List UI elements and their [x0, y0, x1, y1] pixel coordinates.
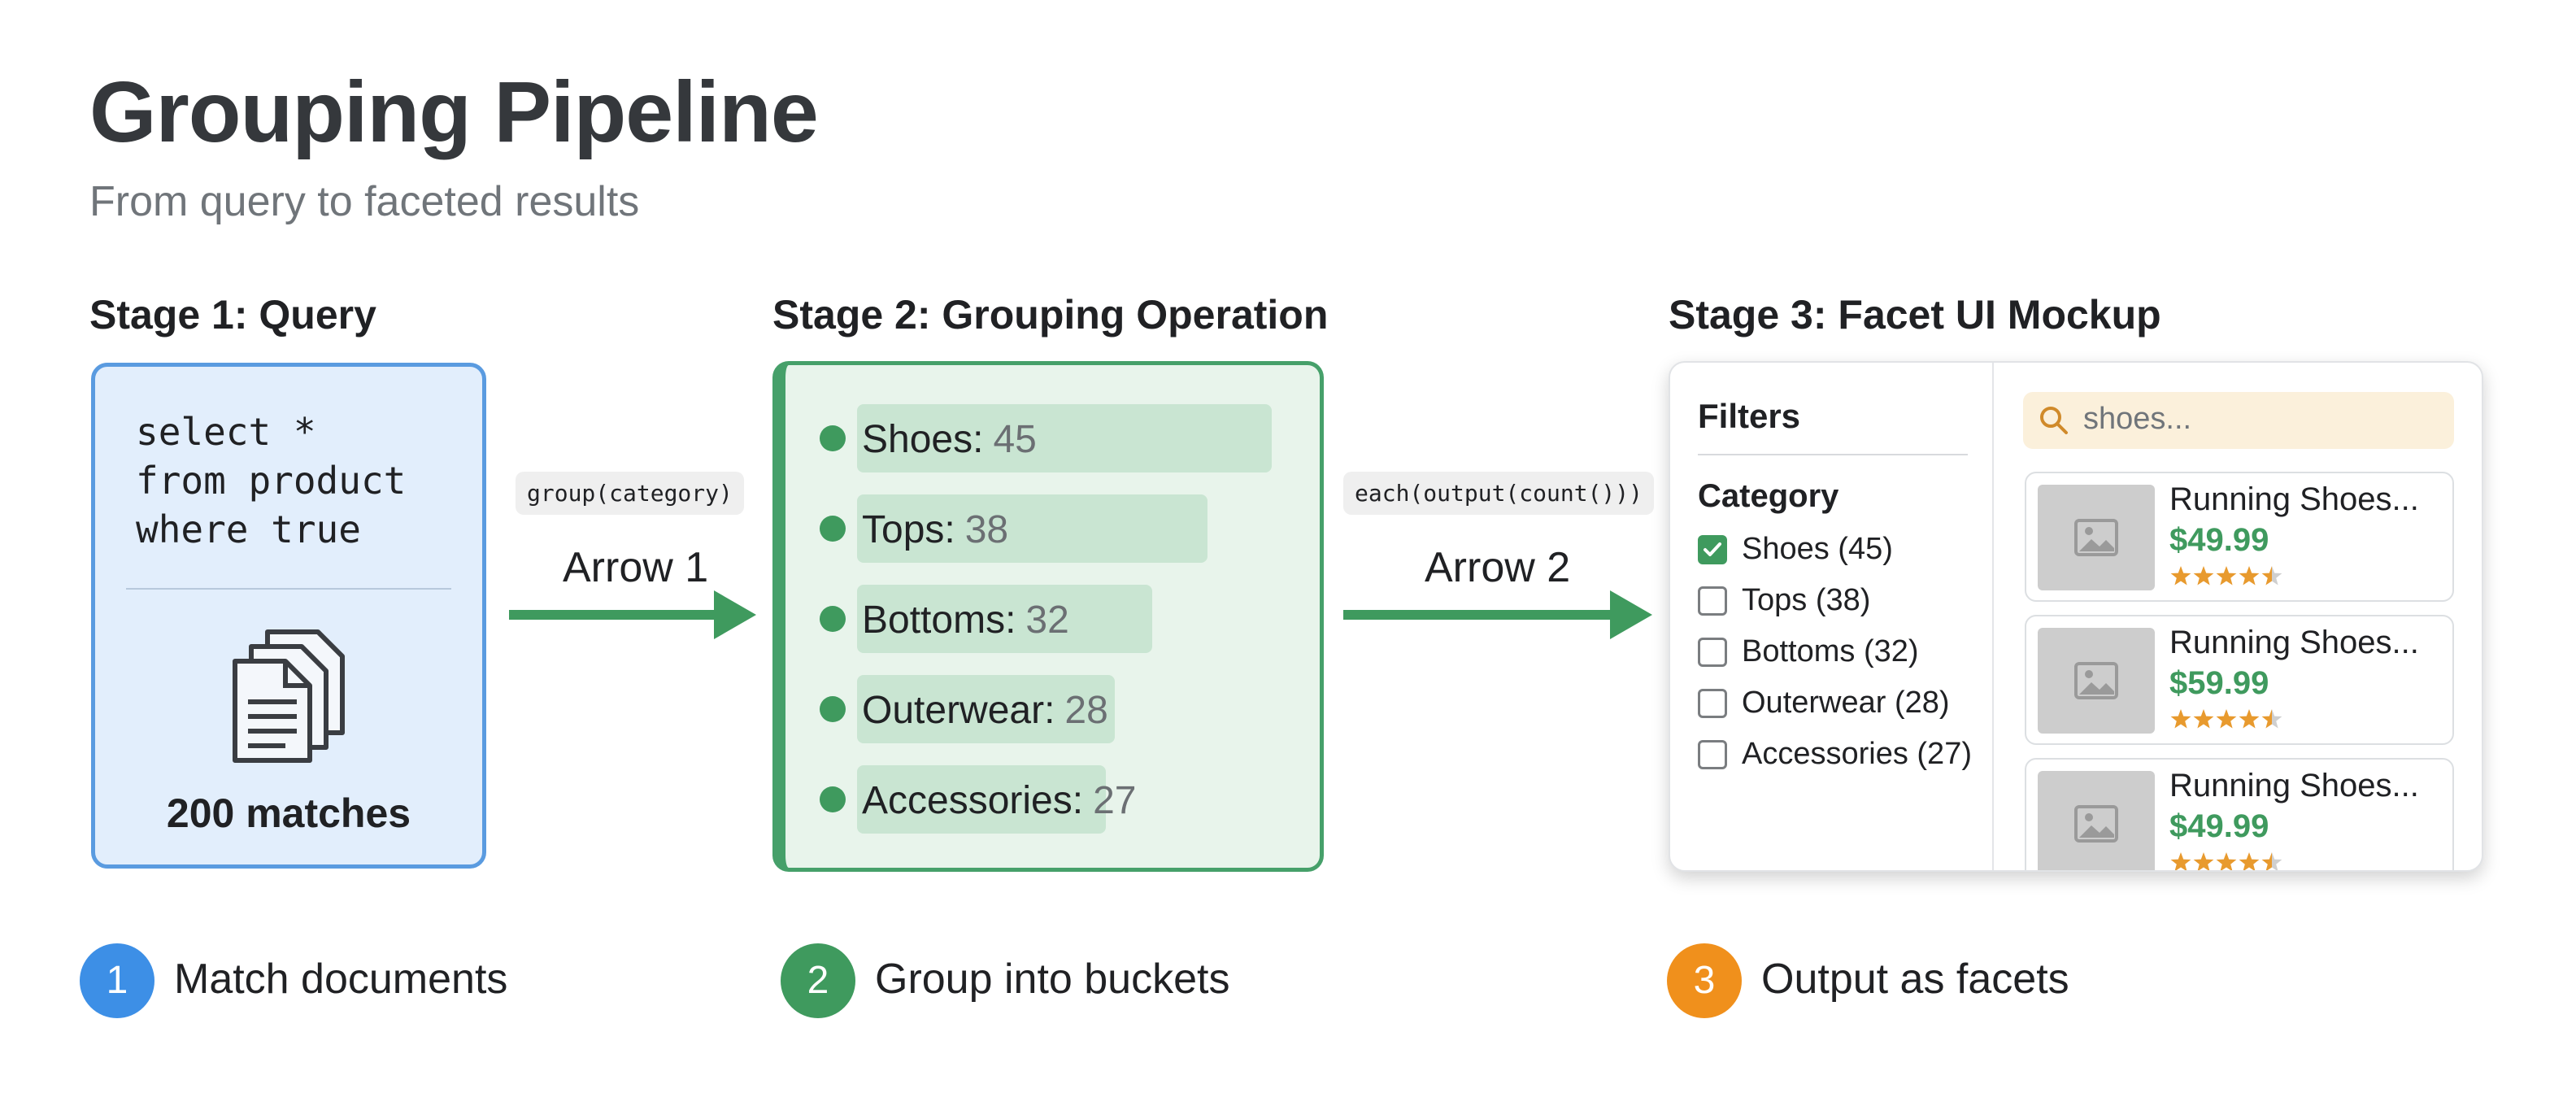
search-input[interactable]: shoes... [2023, 392, 2454, 449]
product-card[interactable]: Running Shoes... $49.99 [2025, 758, 2454, 870]
documents-icon [233, 629, 345, 763]
bucket-dot [820, 425, 846, 451]
facet-checkbox[interactable] [1698, 586, 1727, 616]
arrow-1-icon [509, 590, 756, 639]
facet-checkbox[interactable] [1698, 535, 1727, 564]
star-icon [2261, 709, 2282, 729]
search-icon [2040, 407, 2068, 434]
step-1-badge: 1 [80, 943, 154, 1018]
product-name: Running Shoes... [2169, 768, 2419, 803]
star-icon [2261, 566, 2282, 586]
bucket-count: 28 [1064, 689, 1108, 732]
query-code-line: select * [136, 410, 316, 454]
product-image [2038, 485, 2155, 590]
bucket-bar [857, 765, 1106, 834]
facet-option-label: Bottoms (32) [1742, 634, 1919, 668]
arrow-1-label: Arrow 1 [563, 544, 709, 591]
bucket-bar [857, 404, 1272, 472]
bucket-dot [820, 786, 846, 812]
match-count: 200 matches [166, 790, 411, 836]
facet-checkbox[interactable] [1698, 638, 1727, 667]
product-price: $59.99 [2169, 665, 2269, 701]
arrow-1-operation: group(category) [516, 472, 744, 515]
check-icon [1704, 542, 1721, 556]
star-icon [2170, 709, 2191, 729]
bucket-dot [820, 696, 846, 722]
star-rating-icon [2170, 566, 2282, 586]
bucket-count: 27 [1093, 779, 1137, 822]
product-name: Running Shoes... [2169, 481, 2419, 517]
star-icon [2239, 852, 2260, 870]
facet-option-label: Tops (38) [1742, 583, 1871, 617]
category-title: Category [1698, 478, 1839, 514]
star-icon [2193, 852, 2214, 870]
bucket-count: 45 [993, 418, 1037, 461]
query-code-line: where true [136, 507, 361, 551]
star-icon [2216, 709, 2237, 729]
arrow-2-label: Arrow 2 [1425, 544, 1571, 591]
product-price: $49.99 [2169, 522, 2269, 558]
star-rating-icon [2170, 852, 2282, 870]
facet-option-label: Accessories (27) [1742, 737, 1972, 771]
image-placeholder-icon [2074, 519, 2118, 556]
step-1-text: Match documents [174, 956, 508, 1003]
star-icon [2216, 566, 2237, 586]
grouping-box: Shoes:45 Tops:38 Bottoms:32 Outerwear:28… [772, 361, 1324, 872]
bucket-dot [820, 516, 846, 542]
facet-checkbox[interactable] [1698, 689, 1727, 718]
arrow-2-operation: each(output(count())) [1343, 472, 1655, 515]
query-box: select * from product where true 200 mat… [91, 363, 486, 869]
star-icon [2261, 852, 2282, 870]
query-divider [126, 588, 451, 590]
bucket-name: Accessories: [862, 779, 1084, 822]
bucket-count: 38 [964, 508, 1009, 551]
product-image [2038, 628, 2155, 734]
product-card[interactable]: Running Shoes... $49.99 [2025, 472, 2454, 602]
query-code: select * from product where true [136, 407, 406, 554]
arrow-2-icon [1343, 590, 1652, 639]
facet-ui-card: Filters Category Shoes (45) Tops (38) Bo… [1669, 361, 2483, 872]
star-icon [2239, 709, 2260, 729]
query-code-line: from product [136, 459, 407, 503]
filters-title: Filters [1698, 397, 1801, 435]
product-card[interactable]: Running Shoes... $59.99 [2025, 615, 2454, 745]
facet-checkbox[interactable] [1698, 740, 1727, 769]
bucket-name: Outerwear: [862, 689, 1055, 732]
step-3-text: Output as facets [1761, 956, 2069, 1003]
page-title: Grouping Pipeline [89, 64, 819, 160]
filters-panel: Filters Category Shoes (45) Tops (38) Bo… [1670, 363, 1994, 870]
star-rating-icon [2170, 709, 2282, 729]
facet-option-label: Shoes (45) [1742, 532, 1893, 566]
product-price: $49.99 [2169, 808, 2269, 844]
bucket-bar [857, 585, 1152, 653]
stage-3-heading: Stage 3: Facet UI Mockup [1669, 292, 2161, 337]
bucket-name: Bottoms: [862, 599, 1016, 642]
star-icon [2193, 709, 2214, 729]
bucket-name: Tops: [862, 508, 955, 551]
product-image [2038, 771, 2155, 870]
star-icon [2170, 852, 2191, 870]
filters-divider [1698, 454, 1968, 455]
stage-2-heading: Stage 2: Grouping Operation [772, 292, 1329, 337]
star-icon [2239, 566, 2260, 586]
step-2-badge: 2 [781, 943, 855, 1018]
facet-option-label: Outerwear (28) [1742, 686, 1950, 720]
star-icon [2170, 566, 2191, 586]
step-3-badge: 3 [1667, 943, 1742, 1018]
bucket-bar [857, 675, 1115, 743]
image-placeholder-icon [2074, 662, 2118, 699]
product-name: Running Shoes... [2169, 625, 2419, 660]
bucket-dot [820, 606, 846, 632]
bucket-name: Shoes: [862, 418, 984, 461]
search-placeholder: shoes... [2083, 402, 2192, 436]
step-2-text: Group into buckets [875, 956, 1230, 1003]
star-icon [2193, 566, 2214, 586]
star-icon [2216, 852, 2237, 870]
page-subtitle: From query to faceted results [89, 178, 640, 225]
image-placeholder-icon [2074, 805, 2118, 843]
bucket-count: 32 [1025, 599, 1069, 642]
bucket-bar [857, 494, 1208, 563]
stage-1-heading: Stage 1: Query [89, 292, 376, 337]
